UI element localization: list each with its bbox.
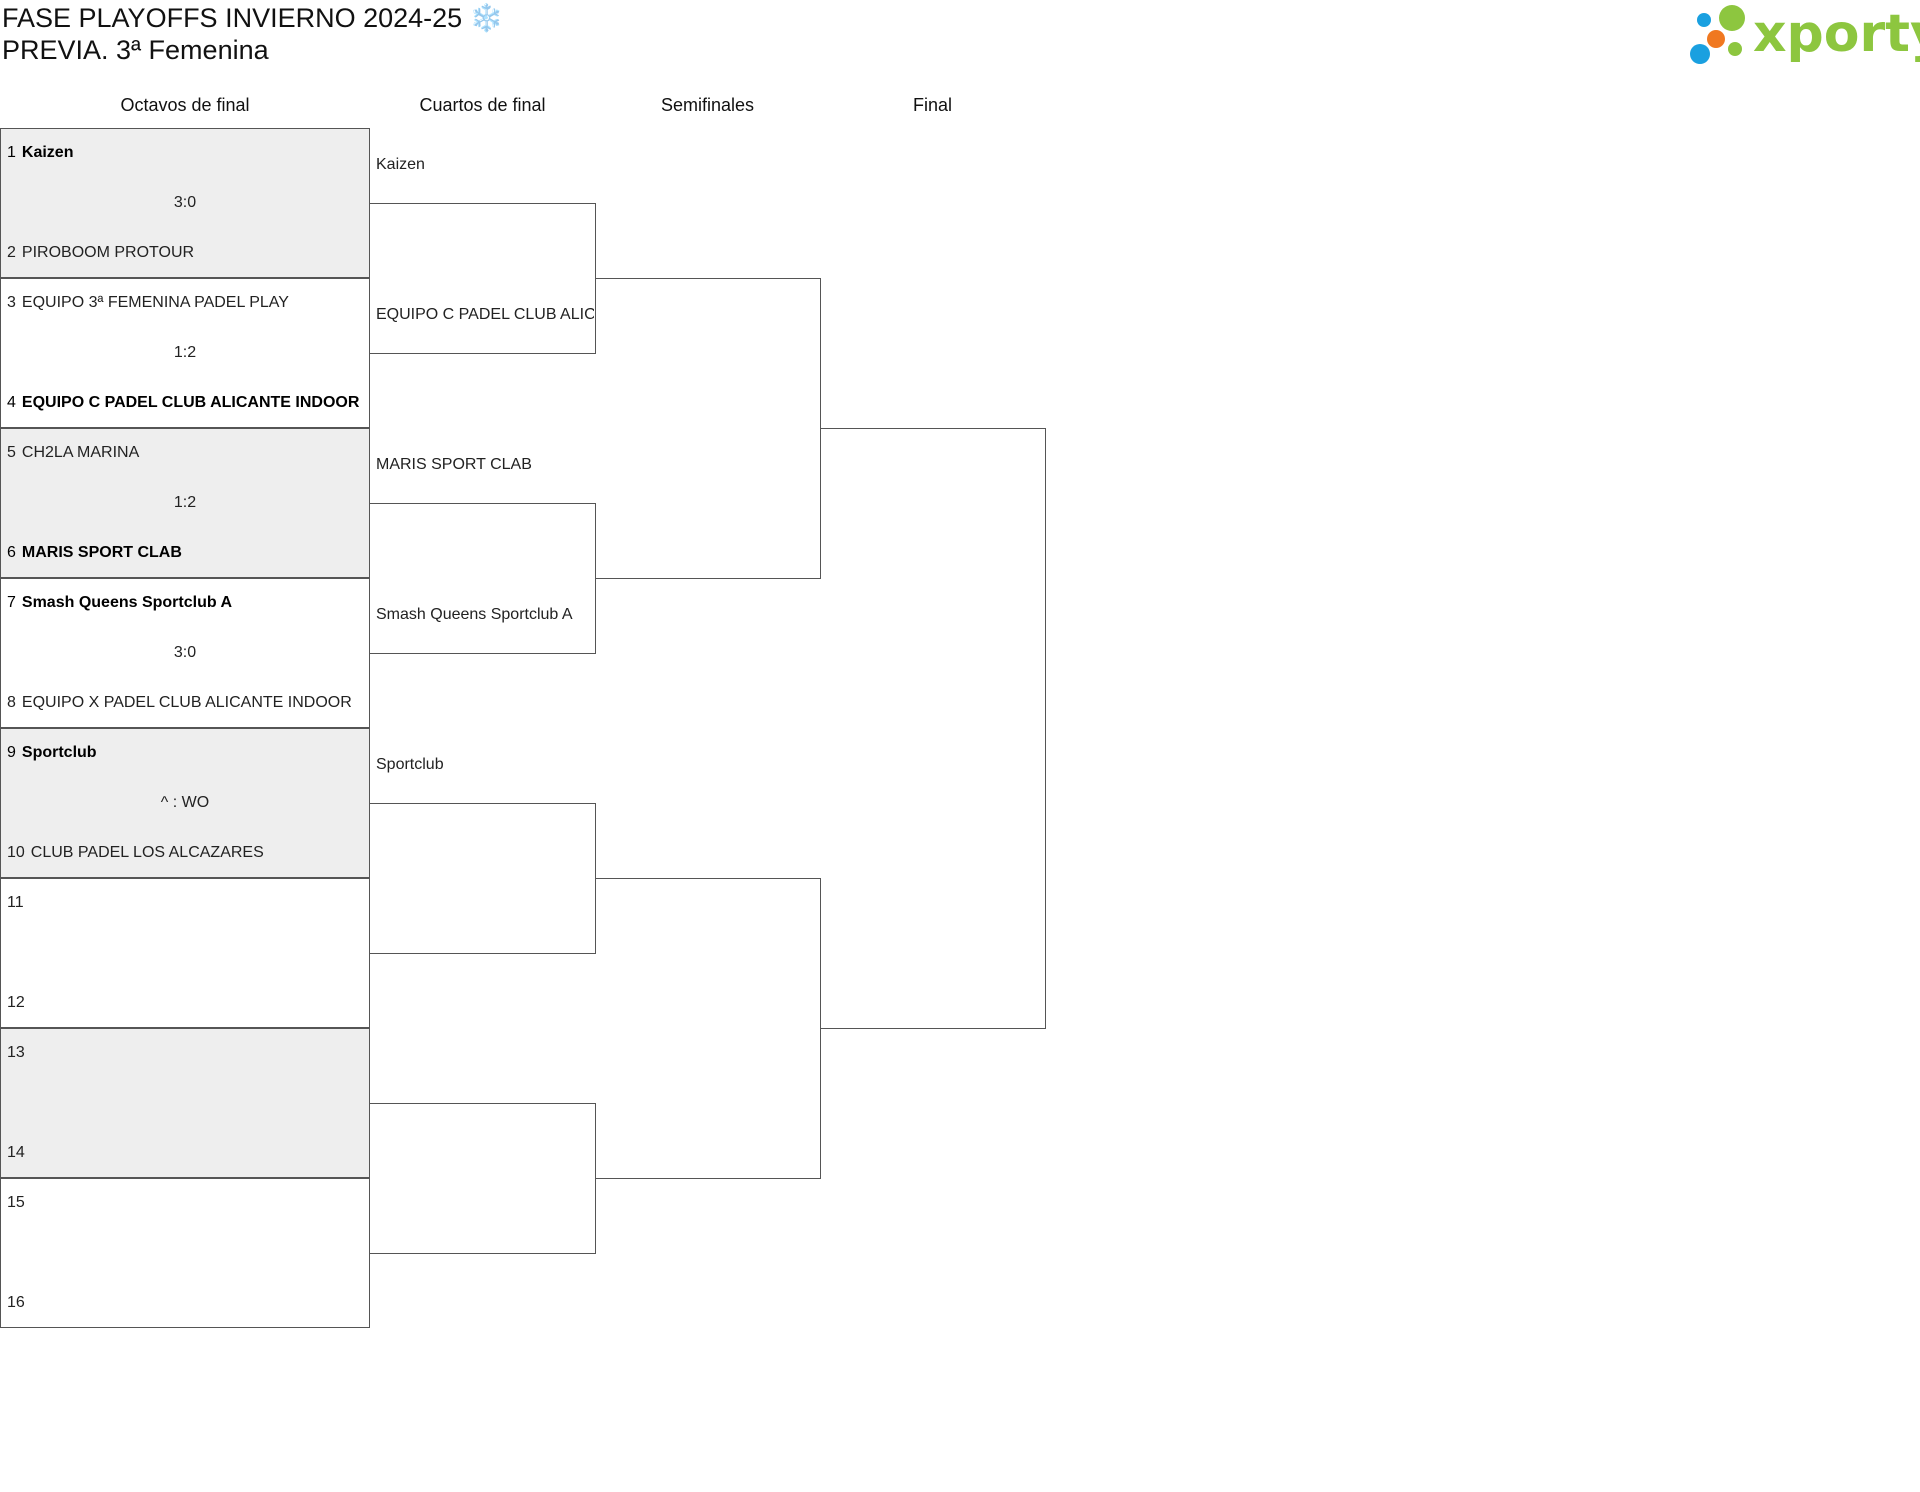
match-score: 1:2 [173, 344, 197, 361]
cuartos-team-4: Smash Queens Sportclub A [376, 606, 573, 623]
team-entry: 9 Sportclub [7, 744, 97, 762]
cuartos-team-5: Sportclub [376, 756, 444, 773]
team-seed: 7 [7, 594, 16, 611]
match-box[interactable]: 5 CH2LA MARINA 1:2 6 MARIS SPORT CLAB [0, 428, 370, 578]
logo-dots-icon [1690, 5, 1745, 64]
page-subtitle: PREVIA. 3ª Femenina [2, 35, 269, 65]
team-name: Smash Queens Sportclub A [21, 594, 233, 611]
team-entry: 11 [7, 894, 30, 912]
team-seed: 6 [7, 544, 16, 561]
team-name: EQUIPO 3ª FEMENINA PADEL PLAY [21, 294, 289, 311]
round-header-final: Final [912, 95, 952, 115]
cuartos-team-1: Kaizen [376, 156, 425, 173]
match-score: 3:0 [173, 194, 197, 211]
team-seed: 11 [7, 894, 24, 911]
team-entry: 16 [7, 1294, 31, 1312]
team-entry: 4 EQUIPO C PADEL CLUB ALICANTE INDOOR [7, 394, 359, 412]
match-box[interactable]: 1 Kaizen 3:0 2 PIROBOOM PROTOUR [0, 128, 370, 278]
match-box[interactable]: 7 Smash Queens Sportclub A 3:0 8 EQUIPO X PA… [0, 578, 370, 728]
cuartos-connector-1 [370, 203, 596, 354]
xporty-logo[interactable]: xporty [1688, 2, 1920, 72]
team-seed: 14 [7, 1144, 25, 1161]
team-entry: 8 EQUIPO X PADEL CLUB ALICANTE INDOOR [7, 694, 352, 712]
cuartos-connector-4 [370, 1103, 596, 1254]
round-header-semifinales: Semifinales [660, 95, 755, 115]
team-seed: 9 [7, 744, 16, 761]
team-entry: 14 [7, 1144, 31, 1162]
team-seed: 15 [7, 1194, 25, 1211]
team-entry: 6 MARIS SPORT CLAB [7, 544, 182, 562]
team-name: CLUB PADEL LOS ALCAZARES [30, 844, 264, 861]
round-header-cuartos: Cuartos de final [419, 95, 546, 115]
match-box[interactable]: 9 Sportclub ^ : WO 10 CLUB PADEL LOS ALCAZAR… [0, 728, 370, 878]
team-seed: 2 [7, 244, 16, 261]
match-box[interactable]: 3 EQUIPO 3ª FEMENINA PADEL PLAY 1:2 4 EQUIPO… [0, 278, 370, 428]
match-score: 1:2 [173, 494, 197, 511]
team-seed: 10 [7, 844, 25, 861]
team-name: Kaizen [21, 144, 74, 161]
final-connector [820, 428, 1046, 1029]
team-entry: 5 CH2LA MARINA [7, 444, 139, 462]
round-header-octavos: Octavos de final [120, 95, 250, 115]
team-name: EQUIPO X PADEL CLUB ALICANTE INDOOR [21, 694, 352, 711]
semifinal-connector-2 [595, 878, 821, 1179]
team-seed: 12 [7, 994, 25, 1011]
match-box[interactable]: 13 14 [0, 1028, 370, 1178]
team-entry: 13 [7, 1044, 31, 1062]
logo-wordmark: xporty [1753, 4, 1920, 64]
team-entry: 12 [7, 994, 31, 1012]
page-title: FASE PLAYOFFS INVIERNO 2024-25 ❄️ [2, 3, 504, 33]
cuartos-team-2: EQUIPO C PADEL CLUB ALICANTE INDOOR [376, 306, 594, 323]
team-entry: 7 Smash Queens Sportclub A [7, 594, 232, 612]
semifinal-connector-1 [595, 278, 821, 579]
team-name: EQUIPO C PADEL CLUB ALICANTE INDOOR [21, 394, 360, 411]
team-seed: 16 [7, 1294, 25, 1311]
cuartos-team-3: MARIS SPORT CLAB [376, 456, 532, 473]
match-score: ^ : WO [160, 794, 210, 811]
team-seed: 13 [7, 1044, 25, 1061]
team-seed: 1 [7, 144, 16, 161]
cuartos-connector-2 [370, 503, 596, 654]
team-entry: 10 CLUB PADEL LOS ALCAZARES [7, 844, 264, 862]
match-score: 3:0 [173, 644, 197, 661]
team-entry: 3 EQUIPO 3ª FEMENINA PADEL PLAY [7, 294, 289, 312]
cuartos-connector-3 [370, 803, 596, 954]
team-name: CH2LA MARINA [21, 444, 140, 461]
team-seed: 4 [7, 394, 16, 411]
team-entry: 1 Kaizen [7, 144, 73, 162]
team-entry: 15 [7, 1194, 31, 1212]
team-entry: 2 PIROBOOM PROTOUR [7, 244, 194, 262]
team-seed: 3 [7, 294, 16, 311]
team-name: Sportclub [21, 744, 97, 761]
match-box[interactable]: 11 12 [0, 878, 370, 1028]
team-seed: 8 [7, 694, 16, 711]
team-name: MARIS SPORT CLAB [21, 544, 182, 561]
team-name: PIROBOOM PROTOUR [21, 244, 195, 261]
team-seed: 5 [7, 444, 16, 461]
